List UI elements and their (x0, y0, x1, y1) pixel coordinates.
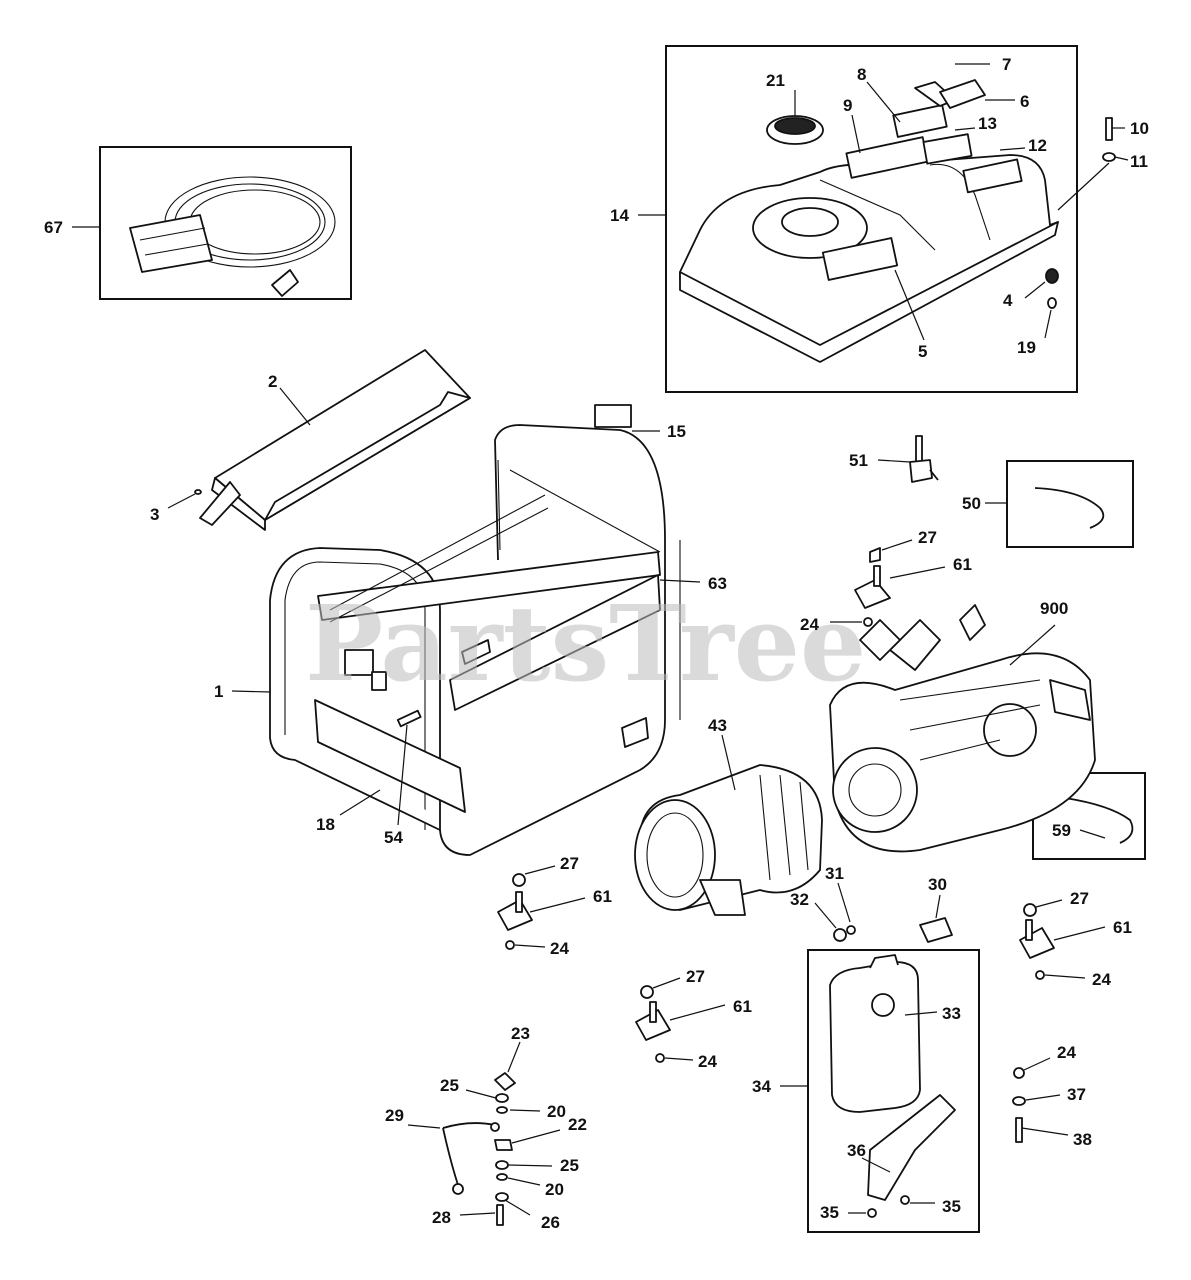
control-panel-drawing (194, 349, 471, 531)
callout-9: 9 (843, 96, 852, 115)
callout-21: 21 (766, 71, 785, 90)
callout-35b: 35 (820, 1203, 839, 1222)
callout-34: 34 (752, 1077, 771, 1096)
fuel-valve-drawing (909, 435, 939, 483)
callout-28: 28 (432, 1208, 451, 1227)
nut-31 (846, 925, 856, 935)
callout-54: 54 (384, 828, 403, 847)
callout-10: 10 (1130, 119, 1149, 138)
callout-22: 22 (568, 1115, 587, 1134)
callout-24c: 24 (698, 1052, 717, 1071)
engine-drawing (829, 604, 1096, 853)
mount-middle (635, 985, 671, 1063)
callout-900: 900 (1040, 599, 1068, 618)
callout-63: 63 (708, 574, 727, 593)
callout-24b: 24 (550, 939, 569, 958)
ground-wire-drawing (442, 1072, 516, 1226)
callout-31: 31 (825, 864, 844, 883)
muffler-box (807, 949, 980, 1233)
callout-6: 6 (1020, 92, 1029, 111)
callout-1: 1 (214, 682, 223, 701)
callout-30: 30 (928, 875, 947, 894)
callout-59: 59 (1052, 821, 1071, 840)
callout-61b: 61 (593, 887, 612, 906)
watermark: PartsTree (305, 582, 866, 705)
callout-61c: 61 (733, 997, 752, 1016)
callout-27b: 27 (560, 854, 579, 873)
alternator-drawing (634, 764, 823, 916)
callout-2: 2 (268, 372, 277, 391)
callout-51: 51 (849, 451, 868, 470)
callout-18: 18 (316, 815, 335, 834)
callout-20b: 20 (545, 1180, 564, 1199)
callout-27a: 27 (918, 528, 937, 547)
callout-20a: 20 (547, 1102, 566, 1121)
fuel-hose-52 (1064, 797, 1134, 844)
callout-43: 43 (708, 716, 727, 735)
callout-3: 3 (150, 505, 159, 524)
callout-32: 32 (790, 890, 809, 909)
mount-upper (854, 547, 891, 627)
callout-25a: 25 (440, 1076, 459, 1095)
extension-cord-drawing (129, 176, 336, 297)
gasket-30 (919, 917, 953, 943)
callout-37: 37 (1067, 1085, 1086, 1104)
muffler-drawing (829, 954, 956, 1218)
callout-24a: 24 (800, 615, 819, 634)
callout-5: 5 (918, 342, 927, 361)
callout-27d: 27 (1070, 889, 1089, 908)
callout-24d: 24 (1092, 970, 1111, 989)
cord-box (99, 146, 352, 300)
callout-25b: 25 (560, 1156, 579, 1175)
callout-61d: 61 (1113, 918, 1132, 937)
callout-29: 29 (385, 1106, 404, 1125)
callout-36: 36 (847, 1141, 866, 1160)
fuel-hose-50 (1034, 487, 1105, 529)
callout-15: 15 (667, 422, 686, 441)
washer-37 (1012, 1096, 1026, 1106)
nut-24e (1013, 1067, 1025, 1079)
callout-24e: 24 (1057, 1043, 1076, 1062)
callout-26: 26 (541, 1213, 560, 1232)
callout-12: 12 (1028, 136, 1047, 155)
callout-61a: 61 (953, 555, 972, 574)
hose-box-50 (1006, 460, 1134, 548)
callout-13: 13 (978, 114, 997, 133)
callout-8: 8 (857, 65, 866, 84)
callout-19: 19 (1017, 338, 1036, 357)
callout-50: 50 (962, 494, 981, 513)
fuel-tank-drawing (679, 79, 1116, 363)
mount-right (1019, 903, 1055, 980)
callout-23: 23 (511, 1024, 530, 1043)
fuel-tank-box (665, 45, 1078, 393)
callout-67: 67 (44, 218, 63, 237)
bolt-38 (1015, 1117, 1023, 1143)
nut-32 (833, 928, 847, 942)
mount-left (497, 873, 533, 950)
callout-33: 33 (942, 1004, 961, 1023)
callout-14: 14 (610, 206, 629, 225)
callout-38: 38 (1073, 1130, 1092, 1149)
callout-35a: 35 (942, 1197, 961, 1216)
frame-drawing (269, 404, 681, 856)
callout-7: 7 (1002, 55, 1011, 74)
callout-4: 4 (1003, 291, 1013, 310)
callout-27c: 27 (686, 967, 705, 986)
callout-11: 11 (1130, 152, 1148, 171)
